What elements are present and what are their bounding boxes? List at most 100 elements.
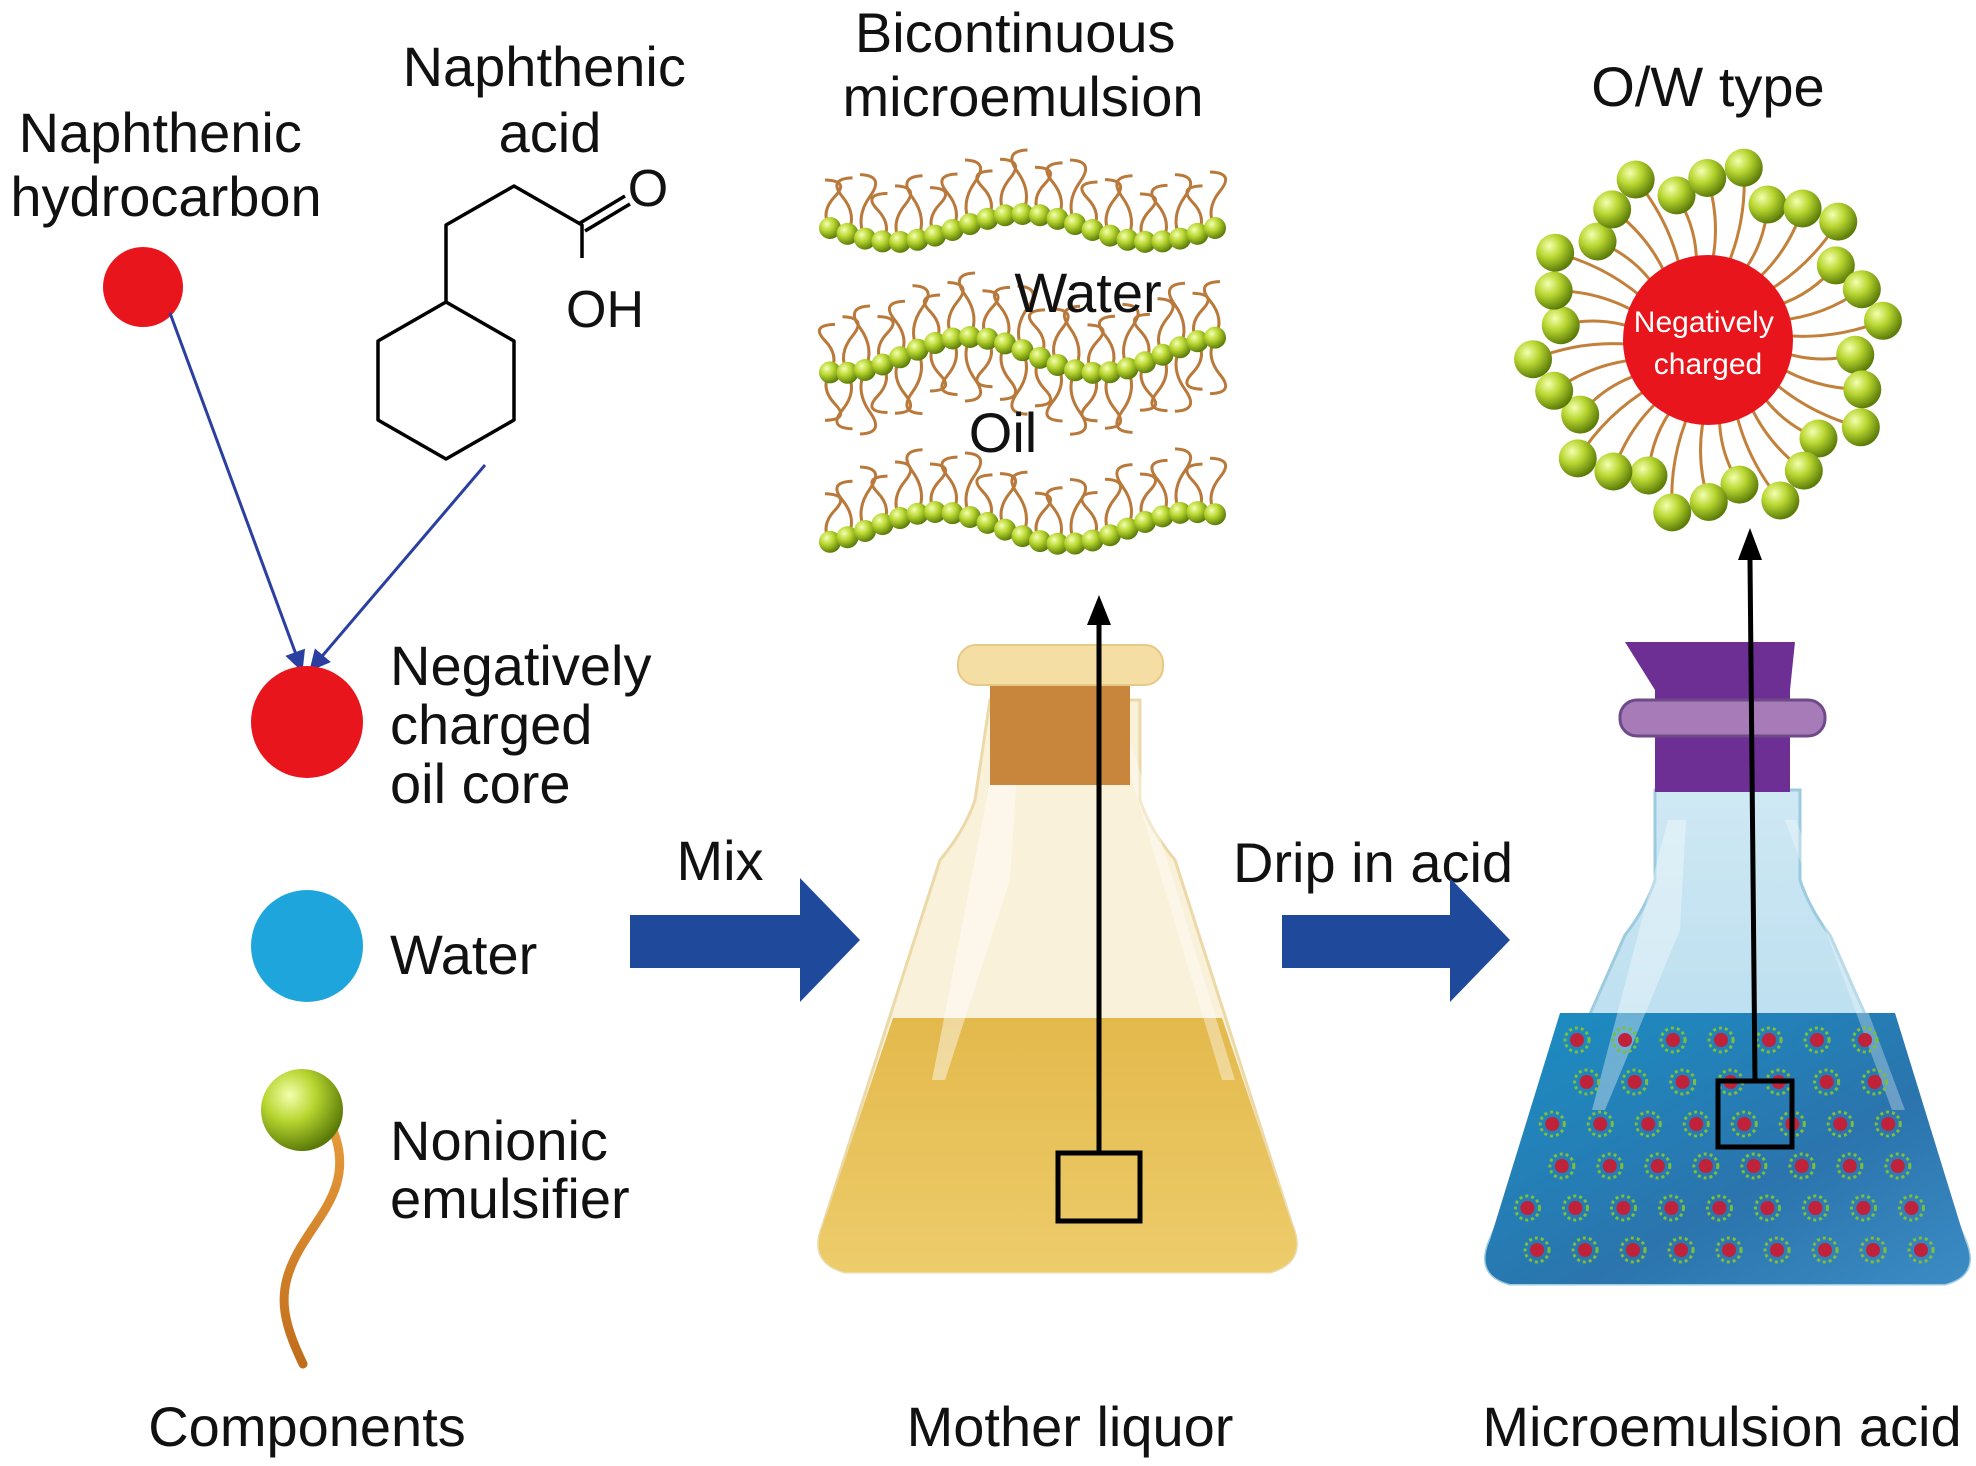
- micelle-particle-core: [1714, 1033, 1729, 1047]
- surfactant-tail: [1045, 161, 1063, 220]
- surfactant-tail: [1115, 367, 1133, 434]
- micelle-particle-shell: [1667, 1236, 1695, 1264]
- surfactant-head: [959, 213, 981, 236]
- micelle-particle-shell: [1611, 1026, 1639, 1054]
- micelle-head: [1536, 233, 1575, 272]
- emulsifier-tail: [279, 1125, 345, 1369]
- mother-liquor-flask: Mother liquor: [817, 595, 1298, 1458]
- flask-rim: [957, 644, 1164, 686]
- surfactant-head: [906, 502, 929, 525]
- acid-flask-highlight: [1592, 820, 1686, 1110]
- micelle-head: [1843, 370, 1882, 409]
- oil-core-label: Negatively charged oil core: [390, 634, 667, 815]
- surfactant-tail: [1209, 456, 1228, 515]
- micelle-particle-shell: [1874, 1110, 1902, 1138]
- water-sphere: [251, 890, 363, 1002]
- surfactant-tail: [1010, 148, 1028, 215]
- micelle-head: [1784, 451, 1823, 490]
- surfactant-head: [854, 227, 876, 250]
- surfactant-head: [1029, 346, 1051, 369]
- surfactant-head: [1099, 361, 1121, 384]
- micelle-particle-shell: [1730, 1110, 1758, 1138]
- surfactant-tail: [859, 173, 878, 240]
- surfactant-head: [1134, 351, 1156, 374]
- micelle-particle-core: [1818, 1243, 1833, 1257]
- surfactant-head: [1169, 227, 1191, 250]
- micelle-particle-shell: [1753, 1194, 1781, 1222]
- surfactant-tail: [1115, 463, 1133, 530]
- micelle-particle-shell: [1644, 1152, 1672, 1180]
- surfactant-tail: [964, 451, 983, 518]
- micelle-particle-shell: [1763, 1236, 1791, 1264]
- micelle-particle-shell: [1563, 1026, 1591, 1054]
- surfactant-head: [941, 502, 964, 525]
- micelle-particle-core: [1737, 1117, 1752, 1131]
- micelle-particle-core: [1602, 1159, 1617, 1173]
- surfactant-head: [836, 526, 859, 549]
- micelle-particle-core: [1856, 1201, 1871, 1215]
- micelle-particle-core: [1881, 1117, 1896, 1131]
- micelle-head: [1842, 270, 1881, 309]
- micelle-heads: [1514, 148, 1902, 532]
- micelle-particle-shell: [1861, 1068, 1889, 1096]
- micelle-head: [1561, 395, 1600, 434]
- micelle-particle-shell: [1548, 1152, 1576, 1180]
- components-caption: Components: [148, 1395, 466, 1458]
- micelle-particle-core: [1904, 1201, 1919, 1215]
- surfactant-head: [819, 361, 841, 384]
- naphthenic-acid-label: Naphthenic acid: [403, 35, 702, 164]
- micelle-particle-core: [1616, 1201, 1631, 1215]
- surfactant-head: [1081, 361, 1104, 384]
- surfactant-tail: [1104, 477, 1123, 536]
- micelle-head: [1657, 176, 1696, 215]
- micelle-particle-shell: [1621, 1068, 1649, 1096]
- micelle-head: [1558, 439, 1597, 478]
- surfactant-head: [854, 358, 876, 381]
- micelle-particle-shell: [1803, 1026, 1831, 1054]
- microemulsion-acid-caption: Microemulsion acid: [1482, 1395, 1961, 1458]
- micelle-particle-shell: [1884, 1152, 1912, 1180]
- micelle-particle-core: [1698, 1159, 1713, 1173]
- surfactant-head: [819, 530, 841, 553]
- micelle-particle-core: [1819, 1075, 1834, 1089]
- acid-pointer-head: [1738, 528, 1762, 560]
- surfactant-head: [924, 224, 946, 247]
- surfactant-tail: [912, 284, 930, 351]
- micelle-particle-core: [1833, 1117, 1848, 1131]
- surfactant-head: [1169, 501, 1191, 524]
- surfactant-tail: [894, 460, 913, 519]
- surfactant-head: [836, 222, 859, 245]
- surfactant-head: [994, 332, 1016, 355]
- micelle-particle-core: [1664, 1201, 1679, 1215]
- micelle-particle-core: [1578, 1243, 1593, 1257]
- surfactant-tail: [905, 349, 923, 416]
- surfactant-tail: [957, 271, 976, 338]
- surfactant-tail: [1052, 307, 1070, 366]
- surfactant-tail: [835, 479, 853, 538]
- mix-label: Mix: [676, 829, 763, 892]
- surfactant-tail: [1069, 369, 1088, 436]
- surfactant-tail: [1202, 280, 1221, 339]
- surfactant-head: [871, 230, 894, 253]
- bicontinuous-inset: Bicontinuous microemulsion Water Oil: [817, 1, 1228, 555]
- micelle-particle-shell: [1586, 1110, 1614, 1138]
- micelle-particle-shell: [1573, 1068, 1601, 1096]
- micelle-particle-core: [1530, 1243, 1545, 1257]
- micelle-particle-shell: [1513, 1194, 1541, 1222]
- surfactant-tail: [1097, 314, 1116, 373]
- mother-liquor-caption: Mother liquor: [907, 1395, 1234, 1458]
- micelle-head: [1836, 335, 1875, 374]
- micelle-particle-shell: [1571, 1236, 1599, 1264]
- surfactant-tail: [905, 174, 923, 241]
- micelle-particle-core: [1722, 1243, 1737, 1257]
- surfactant-head: [1064, 532, 1086, 555]
- surfactant-tail: [940, 337, 958, 397]
- micelle-particle-core: [1794, 1159, 1809, 1173]
- surfactant-head: [1134, 510, 1156, 533]
- emulsifier-head-sphere: [261, 1069, 343, 1151]
- surfactant-head: [959, 506, 981, 529]
- surfactant-tail: [1122, 302, 1140, 370]
- surfactant-head: [1029, 530, 1051, 553]
- micelle-particle-core: [1666, 1033, 1681, 1047]
- micelle-particle-core: [1570, 1033, 1585, 1047]
